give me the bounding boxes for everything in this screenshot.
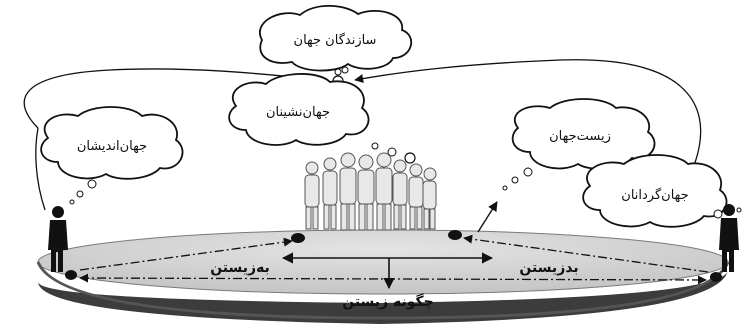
- thinkers-to-center-curve: [23, 68, 323, 129]
- label-bad-living: بدزیستن: [519, 260, 578, 276]
- cloud-world-makers: سازندگان جهان: [259, 5, 413, 74]
- cloud-label-makers: سازندگان جهان: [294, 32, 377, 48]
- cloud-label-thinkers: جهان‌اندیشان: [77, 139, 147, 154]
- person-figure: [339, 152, 357, 231]
- platform-dots: [65, 230, 722, 282]
- cloud-world-thinkers: جهان‌اندیشان: [40, 106, 184, 205]
- cloud-world-dwellers: جهان‌نشینان: [228, 73, 416, 164]
- crowd-people: [304, 152, 437, 231]
- cloud-world-turners: جهان‌گردانان: [582, 154, 742, 228]
- turners-to-center-curve: [354, 59, 702, 176]
- center-arrows: [281, 252, 494, 290]
- thinker-connector: [35, 127, 46, 211]
- person-figure: [422, 167, 437, 230]
- person-figure: [375, 152, 393, 231]
- cloud-lifeworld: زیست‌جهان: [502, 98, 656, 191]
- right-standing-man: [719, 204, 739, 272]
- label-how-to-live: چگونه زیستن: [342, 293, 434, 310]
- cloud-label-lifeworld: زیست‌جهان: [549, 129, 611, 144]
- cloud-label-dwellers: جهان‌نشینان: [266, 105, 330, 120]
- person-figure: [408, 163, 424, 230]
- top-connections: [23, 59, 702, 211]
- person-figure: [357, 154, 375, 231]
- label-good-living: به‌زیستن: [210, 260, 270, 276]
- person-figure: [304, 161, 320, 230]
- left-dot-to-good-dot: [79, 237, 293, 271]
- person-figure: [322, 157, 338, 230]
- person-figure: [392, 159, 408, 230]
- right-dot-to-bad-dot: [463, 234, 709, 273]
- cloud-label-turners: جهان‌گردانان: [621, 187, 688, 203]
- dot-to-lifeworld-arrow: [477, 201, 498, 233]
- left-standing-man: [48, 206, 68, 272]
